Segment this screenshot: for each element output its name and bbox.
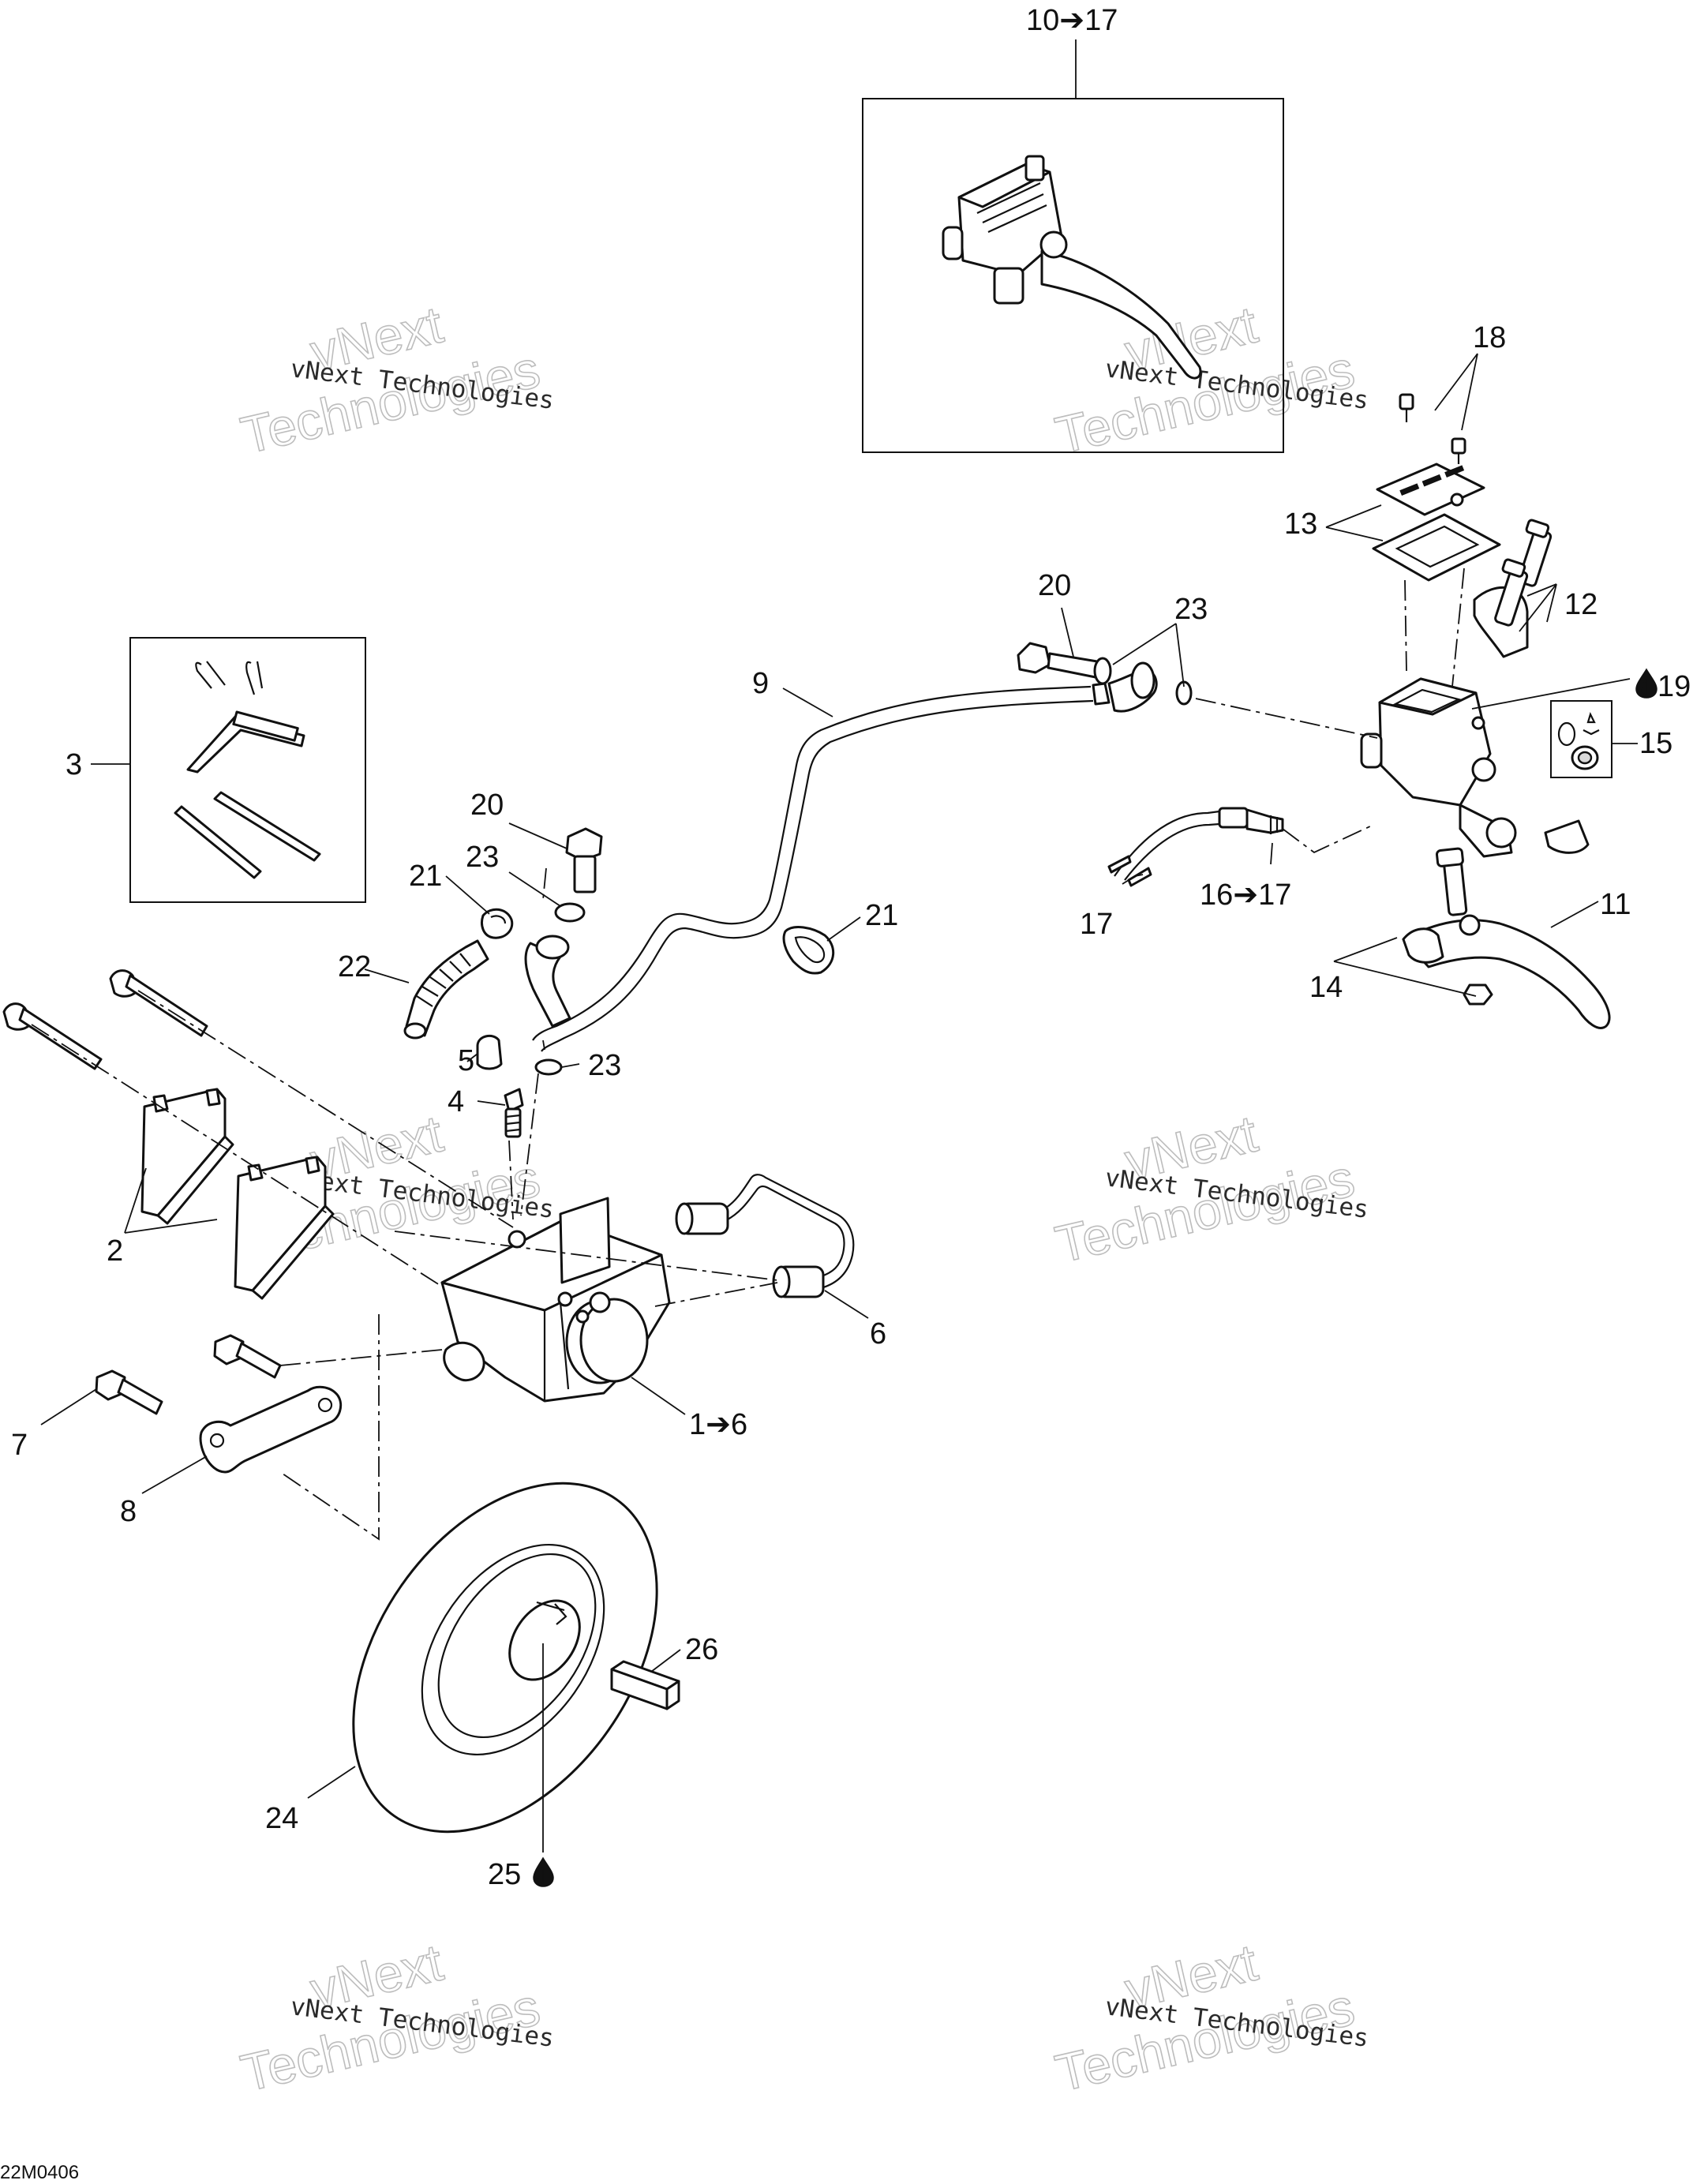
hose-clip-left [481,908,514,939]
label-26: 26 [685,1633,718,1666]
brake-light-switch [1107,807,1284,887]
label-21-left: 21 [409,860,442,893]
label-6: 6 [870,1317,886,1350]
label-23-middle: 23 [466,841,499,874]
bleeder-screw [504,1088,524,1138]
label-12: 12 [1564,588,1597,621]
dust-boot [1544,819,1590,854]
bleeder-cap [476,1034,503,1070]
banjo-bolt-middle [565,827,603,893]
label-22: 22 [338,950,371,983]
watermarks: vNext Technologies vNext Technologies vN… [235,294,1370,2103]
brake-lever [1402,847,1611,1029]
brake-hose [524,661,1158,1052]
label-10-17: 10➔17 [1026,4,1118,37]
label-19: 19 [1657,670,1691,703]
protective-hose [403,939,489,1040]
watermark-top-left: vNext Technologies vNext Technologies [235,294,556,466]
sealing-washer-middle [554,902,586,923]
label-20-top: 20 [1038,569,1071,602]
drawing-code: 22M0406 [0,2162,79,2183]
label-14: 14 [1309,971,1343,1004]
oil-drop-icon [1635,668,1657,699]
hose-clip-right [782,926,835,975]
caliper-bolts [95,1334,282,1415]
label-15: 15 [1639,727,1672,760]
label-2: 2 [107,1234,123,1268]
watermark-top-right: vNext Technologies vNext Technologies [1050,294,1370,466]
label-3: 3 [66,748,82,781]
callout-labels: 10➔17 18 13 12 19 15 20 23 9 3 20 21 23 … [11,4,1691,1891]
brake-pads [140,1088,335,1300]
brake-disc [352,1482,658,1834]
banjo-bolt-top [1017,642,1099,679]
reservoir-cover-and-gasket: ▬ ▬ ▬ [1372,455,1501,582]
label-4: 4 [448,1085,464,1118]
label-13: 13 [1284,508,1317,541]
label-9: 9 [752,667,769,700]
oil-drop-icon [533,1856,554,1887]
label-5: 5 [458,1044,474,1077]
brake-caliper [440,1197,671,1403]
lock-plate [199,1385,343,1474]
crossover-tube [675,1174,855,1298]
master-cylinder-assembly [942,155,1202,380]
label-16-17: 16➔17 [1200,878,1291,912]
master-cylinder-body [1360,677,1517,858]
label-21-right: 21 [865,899,898,932]
label-24: 24 [265,1802,298,1835]
disc-key [610,1660,680,1710]
sealing-washers-top [1093,657,1193,706]
watermark-bottom-right: vNext Technologies vNext Technologies [1050,1932,1370,2103]
diaphragm-callout-box [1550,700,1612,778]
label-19-group: 19 [1635,668,1691,703]
label-18: 18 [1473,321,1506,354]
label-25: 25 [488,1858,521,1891]
label-20-middle: 20 [470,789,504,822]
label-11: 11 [1600,888,1631,921]
sealing-washer-lower [534,1058,563,1076]
label-23-lower: 23 [588,1049,621,1082]
label-8: 8 [120,1495,137,1528]
label-17: 17 [1080,908,1113,941]
leader-lines [40,353,1638,1852]
master-cylinder-assembly-box [862,39,1284,453]
caliper-pins [2,969,208,1070]
label-7: 7 [11,1429,28,1462]
watermark-middle-right: vNext Technologies vNext Technologies [1050,1103,1370,1275]
clamp-and-bolts [1473,519,1553,658]
label-23-top: 23 [1174,593,1208,626]
label-1-6: 1➔6 [689,1408,747,1441]
cover-screws [1399,393,1466,464]
label-25-group: 25 [488,1856,554,1891]
alignment-lines [31,568,1465,1541]
pin-kit-box [91,637,366,903]
watermark-bottom-left: vNext Technologies vNext Technologies [235,1932,556,2103]
